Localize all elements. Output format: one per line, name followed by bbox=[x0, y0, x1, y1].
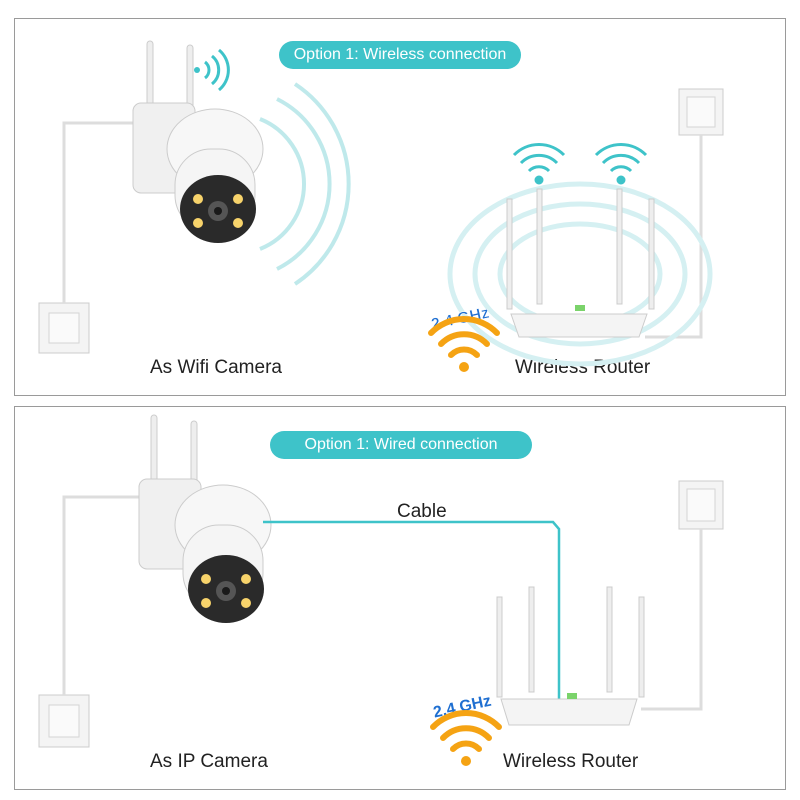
wired-connection-panel: Option 1: Wired connection Cable As IP C… bbox=[14, 406, 786, 790]
camera-icon bbox=[132, 40, 264, 243]
power-socket-icon bbox=[38, 694, 90, 748]
signal-waves bbox=[447, 181, 713, 367]
ethernet-cable bbox=[263, 520, 561, 699]
wireless-diagram: 2.4 GHz bbox=[38, 40, 724, 372]
band-badge: 2.4 GHz bbox=[430, 693, 502, 766]
power-cable bbox=[62, 495, 140, 695]
power-socket-icon bbox=[678, 480, 724, 530]
router-icon bbox=[506, 188, 655, 338]
ip-camera-caption: As IP Camera bbox=[150, 751, 268, 772]
router-icon bbox=[496, 586, 645, 726]
option-wireless-label: Option 1: Wireless connection bbox=[279, 41, 521, 69]
power-cable bbox=[645, 135, 703, 339]
camera-icon bbox=[138, 414, 272, 623]
wireless-connection-panel: Option 1: Wireless connection As Wifi Ca… bbox=[14, 18, 786, 396]
wifi-icon bbox=[428, 316, 500, 372]
router-caption: Wireless Router bbox=[503, 751, 639, 772]
wifi-icon bbox=[594, 142, 648, 185]
wifi-camera-caption: As Wifi Camera bbox=[150, 357, 282, 378]
option-wired-label: Option 1: Wired connection bbox=[270, 431, 532, 459]
wifi-icon bbox=[430, 710, 502, 766]
power-socket-icon bbox=[678, 88, 724, 136]
wired-diagram: 2.4 GHz bbox=[38, 414, 724, 766]
power-cable bbox=[641, 529, 703, 711]
signal-waves bbox=[259, 82, 351, 286]
wifi-icon bbox=[194, 48, 230, 92]
power-cable bbox=[62, 121, 135, 303]
cable-label: Cable bbox=[397, 501, 447, 522]
wifi-icon bbox=[512, 142, 566, 185]
power-socket-icon bbox=[38, 302, 90, 354]
